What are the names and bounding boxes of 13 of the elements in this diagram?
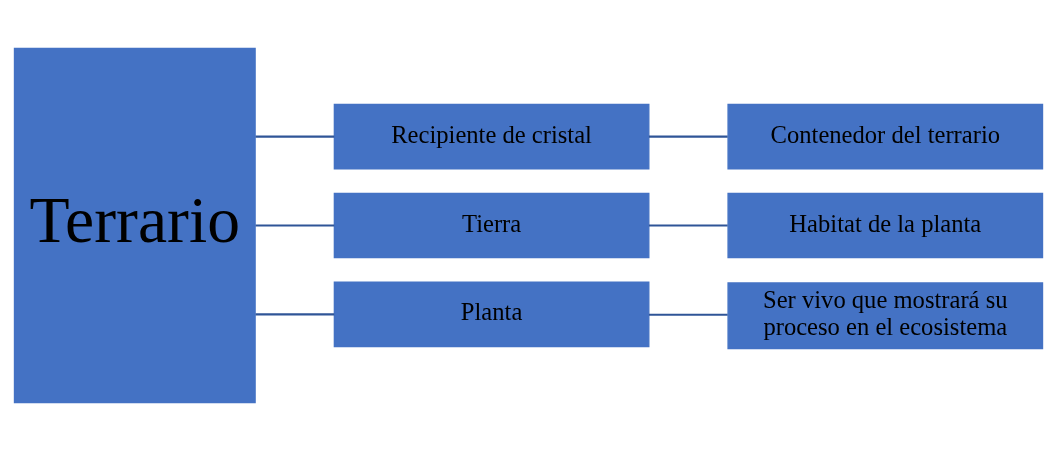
connector [255, 135, 335, 138]
connector [648, 223, 728, 227]
node-box: Terrario [13, 47, 256, 403]
connector [648, 135, 728, 138]
node-box: Tierra [333, 192, 650, 258]
node-box: Contenedor del terrario [727, 103, 1044, 169]
connector [255, 312, 335, 315]
node-box: Planta [333, 281, 650, 347]
node-box: Recipiente de cristal [333, 103, 650, 169]
connector [648, 313, 728, 316]
node-box: Habitat de la planta [727, 192, 1044, 258]
node-box: Ser vivo que mostrará su proceso en el ecosistema [727, 281, 1044, 349]
connector [255, 223, 335, 227]
